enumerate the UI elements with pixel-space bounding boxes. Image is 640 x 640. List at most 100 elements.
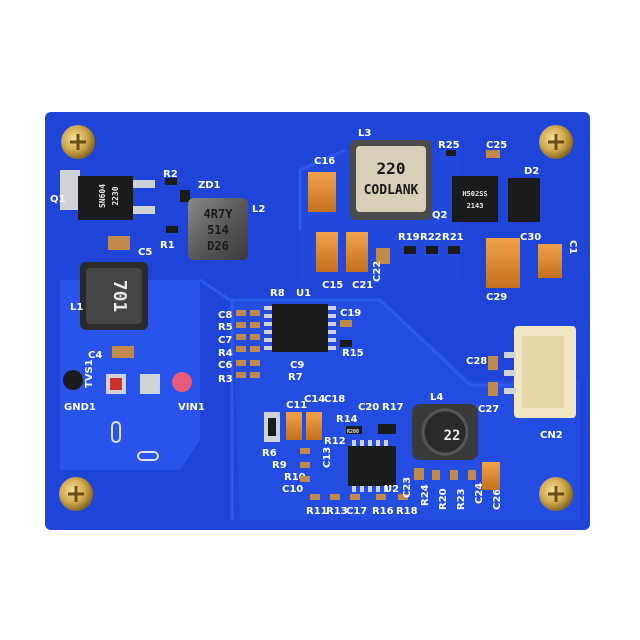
label-r11: R11 xyxy=(306,506,328,517)
capacitor-c21 xyxy=(346,232,368,272)
inductor-l4: 22 xyxy=(412,404,478,460)
capacitor-c24 xyxy=(482,462,500,490)
label-c5: C5 xyxy=(138,247,152,258)
testpoint-vin1 xyxy=(172,372,192,392)
screw-bottom-right xyxy=(539,477,573,511)
label-r2: R2 xyxy=(163,169,178,180)
capacitor-c14 xyxy=(306,412,322,440)
label-r14: R14 xyxy=(336,414,358,425)
label-r18: R18 xyxy=(396,506,418,517)
label-c7: C7 xyxy=(218,335,232,346)
label-c15: C15 xyxy=(322,280,343,291)
capacitor-c30 xyxy=(538,244,562,278)
svg-text:D26: D26 xyxy=(207,239,229,253)
screw-top-left xyxy=(61,125,95,159)
label-d2: D2 xyxy=(524,166,539,177)
svg-text:514: 514 xyxy=(207,223,229,237)
label-c10: C10 xyxy=(282,484,303,495)
diode-d2 xyxy=(508,178,540,222)
capacitor-c11 xyxy=(286,412,302,440)
label-c22: C22 xyxy=(372,261,383,282)
label-c4: C4 xyxy=(88,350,102,361)
label-c26: C26 xyxy=(492,489,503,510)
resistor-r21 xyxy=(448,246,460,254)
ic-u1 xyxy=(264,304,336,352)
label-r9: R9 xyxy=(272,460,287,471)
resistor-r22 xyxy=(426,246,438,254)
label-c27: C27 xyxy=(478,404,499,415)
capacitor-c4 xyxy=(112,346,134,358)
slot-outline xyxy=(111,421,121,443)
label-vin1: VIN1 xyxy=(178,402,205,413)
capacitor-c16 xyxy=(308,172,336,212)
tvs-diode xyxy=(110,378,122,390)
label-c29: C29 xyxy=(486,292,507,303)
svg-text:4R7Y: 4R7Y xyxy=(204,207,234,221)
capacitor-c25 xyxy=(486,150,500,158)
mosfet-q1: SN604 2230 xyxy=(60,170,155,220)
label-q2: Q2 xyxy=(432,210,448,221)
label-c16: C16 xyxy=(314,156,335,167)
capacitor-c27 xyxy=(488,382,498,396)
passives-lower-right xyxy=(414,468,476,480)
label-c17: C17 xyxy=(346,506,367,517)
label-r10: R10 xyxy=(284,472,306,483)
label-c25: C25 xyxy=(486,140,507,151)
label-l2: L2 xyxy=(252,204,265,215)
connector-cn2 xyxy=(504,326,576,418)
svg-text:220: 220 xyxy=(377,159,406,178)
svg-text:CODLANK: CODLANK xyxy=(364,183,419,198)
label-r4: R4 xyxy=(218,348,233,359)
screw-bottom-left xyxy=(59,477,93,511)
label-c9: C9 xyxy=(290,360,304,371)
label-cn2: CN2 xyxy=(540,430,563,441)
label-r22: R22 xyxy=(420,232,442,243)
ic-u2 xyxy=(348,440,396,492)
passives-lower-left xyxy=(300,448,408,500)
capacitor-c5 xyxy=(108,236,130,250)
label-r21: R21 xyxy=(442,232,464,243)
marking-r200: R200 xyxy=(347,429,359,435)
inductor-l3: 220 CODLANK xyxy=(350,140,432,220)
capacitor-c29 xyxy=(486,238,520,288)
label-r19: R19 xyxy=(398,232,420,243)
label-c1: C1 xyxy=(567,240,578,254)
capacitor-c15 xyxy=(316,232,338,272)
label-c19: C19 xyxy=(340,308,361,319)
label-c6: C6 xyxy=(218,360,232,371)
capacitor-c22 xyxy=(376,248,390,264)
label-c13: C13 xyxy=(322,447,333,468)
label-u1: U1 xyxy=(296,288,311,299)
label-r3: R3 xyxy=(218,374,233,385)
inductor-l1: 701 xyxy=(80,262,148,330)
label-r24: R24 xyxy=(420,484,431,506)
label-c28: C28 xyxy=(466,356,487,367)
resistor-r2 xyxy=(165,178,177,185)
label-r6: R6 xyxy=(262,448,277,459)
svg-text:701: 701 xyxy=(109,280,130,313)
svg-text:SN604: SN604 xyxy=(98,184,107,208)
pcb-traces xyxy=(199,148,520,520)
capacitor-c19 xyxy=(340,320,352,327)
capacitor-c28 xyxy=(488,356,498,370)
label-c23: C23 xyxy=(402,477,413,498)
label-u2: U2 xyxy=(384,484,399,495)
svg-text:2230: 2230 xyxy=(111,186,120,205)
resistor-r19 xyxy=(404,246,416,254)
testpoint-gnd1 xyxy=(63,370,83,390)
label-c20: C20 xyxy=(358,402,379,413)
label-r16: R16 xyxy=(372,506,394,517)
resistor-r1 xyxy=(166,226,178,233)
label-c30: C30 xyxy=(520,232,541,243)
svg-text:H502SS: H502SS xyxy=(462,190,487,198)
svg-text:2143: 2143 xyxy=(467,202,484,210)
zener-zd1 xyxy=(180,190,190,202)
svg-text:22: 22 xyxy=(444,428,461,444)
tvs-pad-right xyxy=(140,374,160,394)
label-c21: C21 xyxy=(352,280,373,291)
label-l3: L3 xyxy=(358,128,371,139)
label-zd1: ZD1 xyxy=(198,180,221,191)
label-r12: R12 xyxy=(324,436,346,447)
